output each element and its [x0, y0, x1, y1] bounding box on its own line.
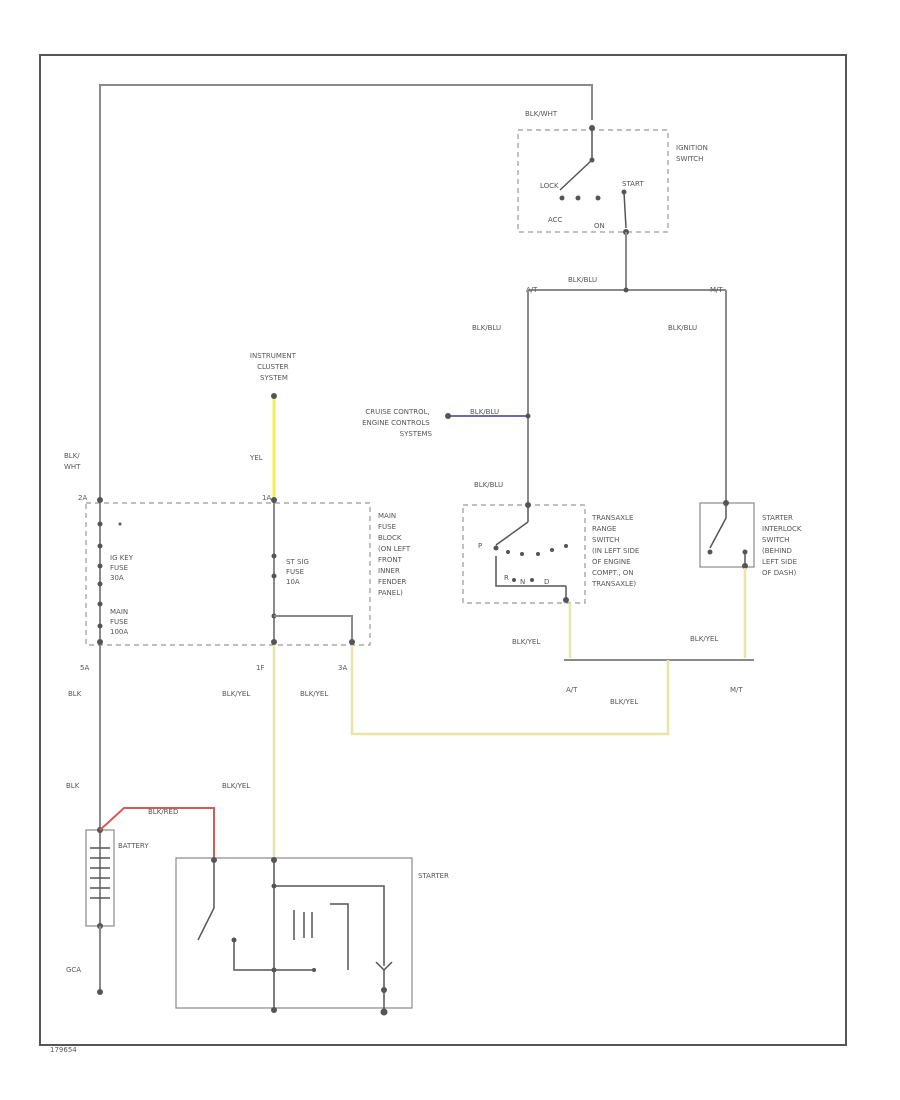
starter-box: [175, 857, 413, 1009]
label-starter: STARTER: [418, 872, 449, 880]
label-on: ON: [594, 222, 605, 230]
label-blkyel-il: BLK/YEL: [690, 635, 718, 643]
label-blk-2: BLK: [66, 782, 80, 790]
label-pin-3a: 3A: [338, 664, 347, 672]
wire-blk-wht-main: [99, 84, 593, 500]
label-blkyel-tr: BLK/YEL: [512, 638, 540, 646]
label-battery-wire: BLK/RED: [148, 808, 178, 816]
label-cruise-wire: BLK/BLU: [470, 408, 499, 416]
wire-blkyel-join: [350, 645, 670, 736]
label-lock: LOCK: [540, 182, 559, 190]
label-blkyel-1: BLK/YEL: [222, 690, 250, 698]
label-at-bottom: A/T: [566, 686, 578, 694]
label-ig-key-fuse: IG KEY FUSE 30A: [110, 554, 135, 582]
label-yel: YEL: [249, 454, 263, 462]
label-st-sig-fuse: ST SIG FUSE 10A: [286, 558, 311, 586]
label-transaxle-switch: TRANSAXLE RANGE SWITCH (IN LEFT SIDE OF …: [591, 514, 642, 588]
label-mt-branch: M/T: [710, 286, 723, 294]
transaxle-switch-contacts: [493, 502, 569, 603]
label-fuse-1a: 1A: [262, 494, 271, 502]
label-cruise-control: CRUISE CONTROL, ENGINE CONTROLS SYSTEMS: [362, 408, 432, 438]
label-main-fuse: MAIN FUSE 100A: [110, 608, 130, 636]
label-main-fuse-block: MAIN FUSE BLOCK (ON LEFT FRONT INNER FEN…: [378, 512, 412, 597]
wire-blk-red: [99, 807, 215, 858]
label-ign-wire-top: BLK/WHT: [525, 110, 558, 118]
ignition-switch-box: [517, 129, 669, 233]
label-gear-r: R: [504, 574, 509, 582]
transaxle-switch-box: [462, 504, 586, 604]
label-blkyel-join: BLK/YEL: [610, 698, 638, 706]
label-mt-bottom: M/T: [730, 686, 743, 694]
label-blkyel-3: BLK/YEL: [222, 782, 250, 790]
junction-ign: [623, 287, 629, 293]
label-pin-5a: 5A: [80, 664, 89, 672]
label-blk-1: BLK: [68, 690, 82, 698]
diagram-frame: [39, 54, 847, 1046]
cruise-connector: [445, 413, 451, 419]
label-ign-out-wire: BLK/BLU: [568, 276, 597, 284]
instrument-connector: [271, 393, 277, 399]
label-start: START: [622, 180, 644, 188]
label-blkyel-2: BLK/YEL: [300, 690, 328, 698]
ignition-switch-contacts: [559, 125, 629, 235]
label-interlock-switch: STARTER INTERLOCK SWITCH (BEHIND LEFT SI…: [762, 514, 804, 577]
wire-fuse-to-3a: [274, 615, 353, 642]
node-3a: [349, 639, 355, 645]
interlock-switch-box: [699, 502, 755, 568]
label-gear-d: D: [544, 578, 549, 586]
starter-internals: [197, 857, 393, 1016]
label-fig-id: 179654: [50, 1046, 77, 1054]
label-battery: BATTERY: [118, 842, 149, 850]
junction-cruise: [525, 413, 531, 419]
label-instrument-cluster: INSTRUMENT CLUSTER SYSTEM: [250, 352, 298, 382]
label-gear-p: P: [478, 542, 482, 550]
label-gca: GCA: [66, 966, 81, 974]
label-ignition-switch: IGNITION SWITCH: [676, 144, 710, 163]
main-fuse-block-box: [85, 502, 371, 646]
label-pin-1f: 1F: [256, 664, 264, 672]
label-gear-n: N: [520, 578, 525, 586]
interlock-switch-contacts: [707, 500, 748, 569]
label-at-branch: A/T: [526, 286, 538, 294]
label-blk-wht-left: BLK/ WHT: [64, 452, 82, 471]
battery-plates: [90, 827, 110, 929]
label-acc: ACC: [548, 216, 563, 224]
label-blkblu-tr: BLK/BLU: [474, 481, 503, 489]
left-fuse-nodes: [97, 497, 122, 645]
ground-node-gca: [97, 989, 103, 995]
label-fuse-2a: 2A: [78, 494, 87, 502]
label-right-blkblu: BLK/BLU: [668, 324, 697, 332]
label-left-blkblu: BLK/BLU: [472, 324, 501, 332]
